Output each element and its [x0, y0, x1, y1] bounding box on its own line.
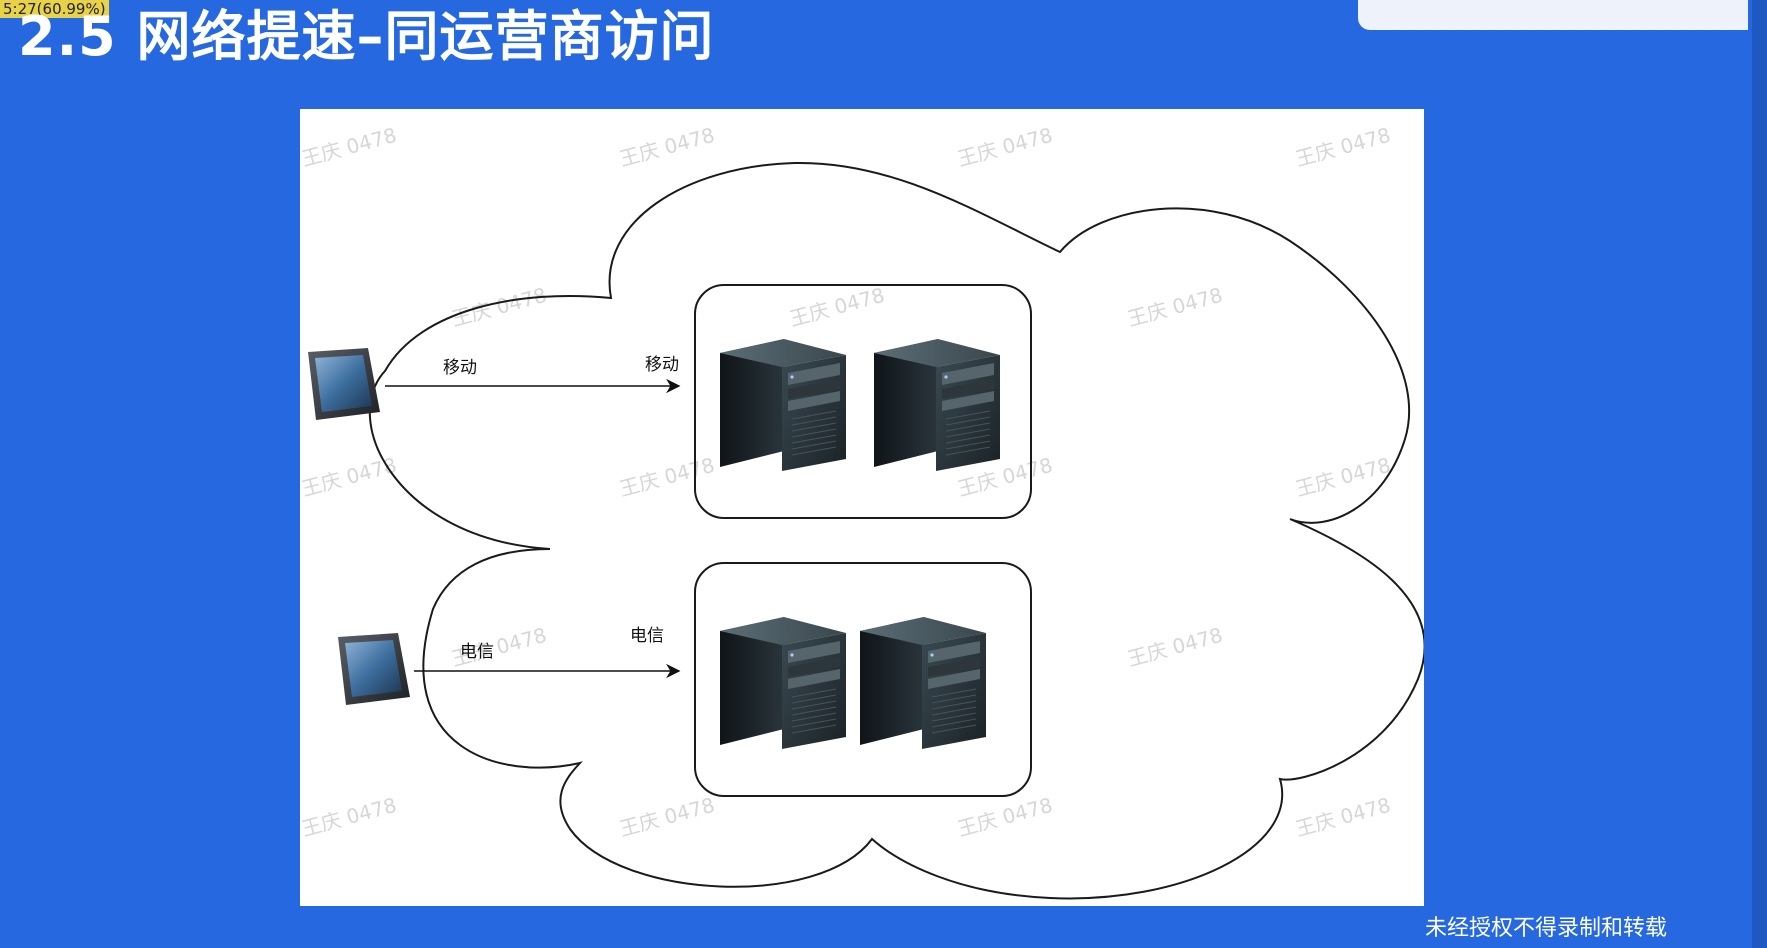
target-label-mobile: 移动 — [645, 355, 679, 375]
cloud-shape — [368, 161, 1424, 900]
diagram-svg — [308, 161, 1424, 900]
diagram-canvas: 王庆 0478 王庆 0478 王庆 0478 王庆 0478 王庆 0478 … — [300, 109, 1424, 906]
tablet-icon — [308, 348, 380, 420]
right-edge-bar — [1752, 0, 1767, 948]
server-group-mobile — [694, 284, 1032, 519]
server-group-telecom — [694, 562, 1032, 797]
copyright-notice: 未经授权不得录制和转载 — [1425, 916, 1668, 941]
top-right-panel — [1358, 0, 1748, 30]
slide-title: 2.5 网络提速–同运营商访问 — [18, 5, 715, 68]
edge-label-mobile: 移动 — [443, 358, 477, 378]
recording-timer: 5:27(60.99%) — [0, 0, 109, 18]
edge-label-telecom: 电信 — [460, 642, 494, 662]
tablet-icon — [338, 633, 410, 705]
target-label-telecom: 电信 — [630, 626, 664, 646]
